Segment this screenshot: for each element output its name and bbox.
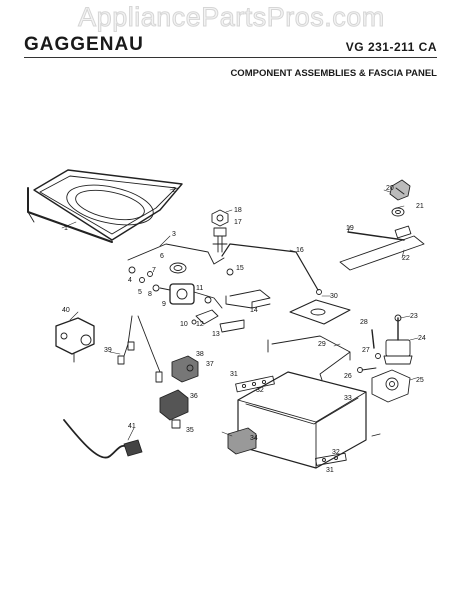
callout-27: 27 bbox=[362, 347, 370, 354]
ignition-leads bbox=[117, 315, 163, 383]
callout-13: 13 bbox=[212, 331, 220, 338]
callout-25: 25 bbox=[416, 377, 424, 384]
callout-1: 1 bbox=[64, 225, 68, 232]
callout-5: 5 bbox=[138, 289, 142, 296]
model-number: VG 231-211 CA bbox=[345, 40, 437, 54]
spark-electrode bbox=[371, 329, 375, 349]
callout-9: 9 bbox=[162, 301, 166, 308]
callout-28: 28 bbox=[360, 319, 368, 326]
gas-supply-tube bbox=[221, 243, 319, 291]
callout-16: 16 bbox=[296, 247, 304, 254]
callout-36: 36 bbox=[190, 393, 198, 400]
callout-24: 24 bbox=[418, 335, 426, 342]
burner-tray bbox=[27, 169, 183, 243]
callout-20: 20 bbox=[386, 185, 394, 192]
callout-15: 15 bbox=[236, 265, 244, 272]
callout-38: 38 bbox=[196, 351, 204, 358]
callout-12: 12 bbox=[196, 321, 204, 328]
callout-32-lower: 32 bbox=[332, 449, 340, 456]
valve-fittings bbox=[128, 262, 187, 292]
header-rule bbox=[24, 57, 437, 58]
callout-3: 3 bbox=[172, 231, 176, 238]
thermocouple-fittings bbox=[191, 296, 219, 325]
callout-22: 22 bbox=[402, 255, 410, 262]
gas-valve bbox=[159, 283, 223, 309]
callout-39: 39 bbox=[104, 347, 112, 354]
watermark: AppliancePartsPros.com bbox=[78, 2, 385, 33]
switch-fittings bbox=[357, 353, 381, 373]
callout-18: 18 bbox=[234, 207, 242, 214]
callout-34: 34 bbox=[250, 435, 258, 442]
callout-29: 29 bbox=[318, 341, 326, 348]
callout-31-upper: 31 bbox=[230, 371, 238, 378]
callout-32-upper: 32 bbox=[256, 387, 264, 394]
electronic-switch bbox=[159, 389, 189, 429]
brand-logo: GAGGENAU bbox=[24, 34, 144, 55]
support-frame bbox=[267, 335, 351, 381]
callout-31-lower: 31 bbox=[326, 467, 334, 474]
gas-pipe bbox=[127, 243, 225, 265]
control-knob bbox=[389, 179, 411, 201]
diagram-title: COMPONENT ASSEMBLIES & FASCIA PANEL bbox=[230, 68, 437, 79]
callout-21: 21 bbox=[416, 203, 424, 210]
callout-41: 41 bbox=[128, 423, 136, 430]
callout-labels: 1 2 3 4 5 6 7 8 9 10 11 12 13 14 15 16 1… bbox=[62, 185, 426, 474]
fascia-strip bbox=[339, 235, 425, 271]
callout-30: 30 bbox=[330, 293, 338, 300]
fascia-plate bbox=[289, 299, 351, 325]
callout-4: 4 bbox=[128, 277, 132, 284]
spark-unit bbox=[171, 355, 199, 383]
callout-11: 11 bbox=[196, 285, 203, 292]
callout-37: 37 bbox=[206, 361, 214, 368]
callout-14: 14 bbox=[250, 307, 258, 314]
callout-40: 40 bbox=[62, 307, 70, 314]
callout-35: 35 bbox=[186, 427, 194, 434]
spark-generator bbox=[371, 369, 411, 403]
screw bbox=[226, 268, 234, 276]
injector-assembly bbox=[211, 209, 229, 253]
callout-33: 33 bbox=[344, 395, 352, 402]
callout-10: 10 bbox=[180, 321, 188, 328]
relay-module bbox=[227, 427, 257, 455]
knob-washer bbox=[391, 207, 405, 217]
ignition-switch bbox=[383, 314, 413, 365]
callout-7: 7 bbox=[152, 267, 156, 274]
callout-6: 6 bbox=[160, 253, 164, 260]
power-cord bbox=[63, 419, 143, 459]
callout-17: 17 bbox=[234, 219, 242, 226]
callout-19: 19 bbox=[346, 225, 354, 232]
callout-2: 2 bbox=[172, 187, 176, 194]
callout-8: 8 bbox=[148, 291, 152, 298]
callout-23: 23 bbox=[410, 313, 418, 320]
mounting-bracket bbox=[219, 289, 271, 333]
callout-26: 26 bbox=[344, 373, 352, 380]
control-rod bbox=[347, 231, 405, 241]
safety-valve bbox=[55, 317, 95, 363]
